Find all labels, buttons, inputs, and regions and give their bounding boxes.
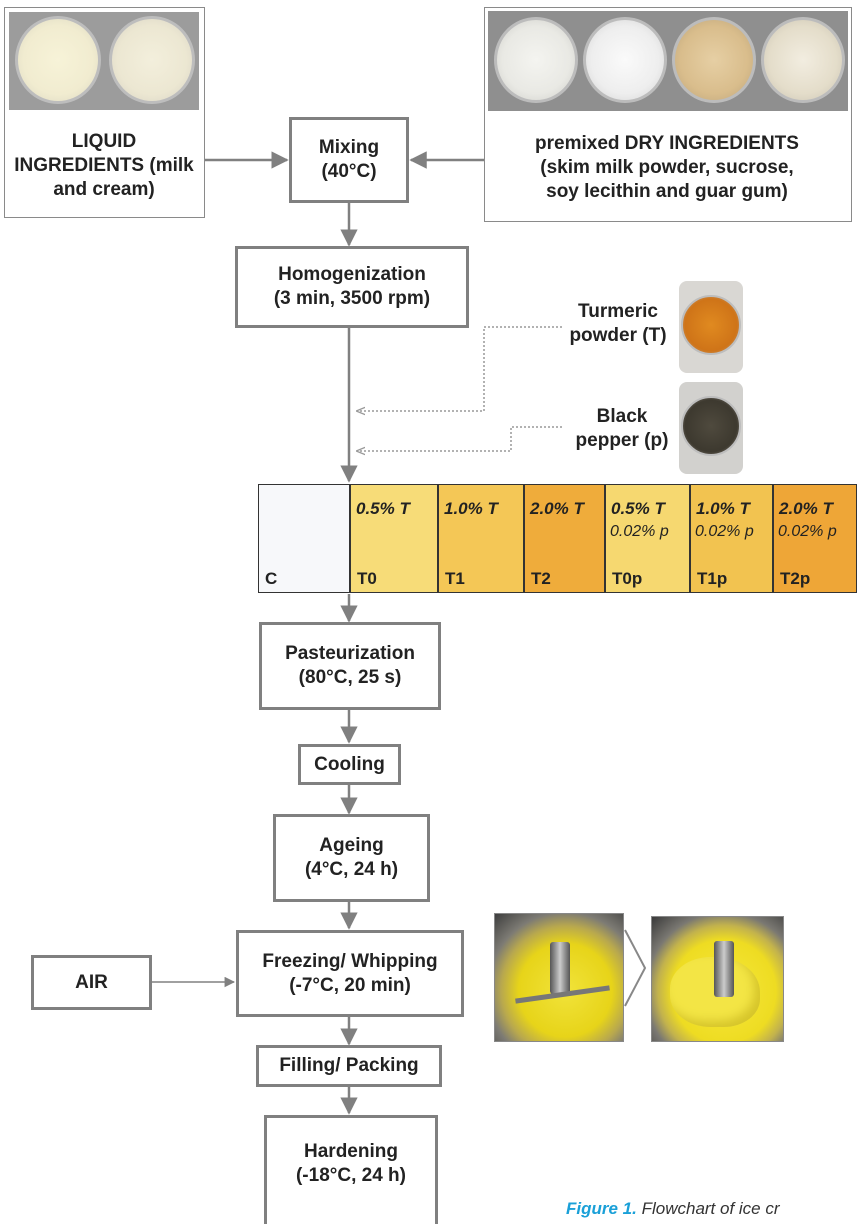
turmeric-dish-icon xyxy=(679,281,743,373)
hardening-step-params: (-18°C, 24 h) xyxy=(295,1165,406,1186)
sample-t2: 2.0% T T2 xyxy=(524,484,605,593)
freezing-whipping-step: Freezing/ Whipping (-7°C, 20 min) xyxy=(236,930,464,1017)
sample-pepper-dose: 0.02% p xyxy=(610,523,669,540)
sample-t2p: 2.0% T 0.02% p T2p xyxy=(773,484,857,593)
mixing-step-params: (40°C) xyxy=(321,161,377,182)
mixing-step-title: Mixing xyxy=(318,137,380,158)
sample-code: T0 xyxy=(357,569,377,588)
hardening-step-title: Hardening xyxy=(304,1141,398,1162)
pasteurization-step: Pasteurization (80°C, 25 s) xyxy=(259,622,441,710)
sample-code: T1 xyxy=(445,569,465,588)
sample-t1: 1.0% T T1 xyxy=(438,484,524,593)
ageing-step-title: Ageing xyxy=(319,835,384,856)
liquid-ingredients-photo xyxy=(9,12,199,110)
turmeric-label-line1: Turmeric xyxy=(578,301,658,322)
filling-packing-step: Filling/ Packing xyxy=(256,1045,442,1087)
sample-code: T1p xyxy=(697,569,728,588)
turmeric-label: Turmeric powder (T) xyxy=(554,300,682,348)
cream-dish-icon xyxy=(109,16,195,104)
sample-turmeric-dose: 2.0% T xyxy=(530,499,584,518)
freezing-step-params: (-7°C, 20 min) xyxy=(289,974,411,996)
turmeric-label-line2: powder (T) xyxy=(569,325,667,346)
liquid-ingredients-label: LIQUID INGREDIENTS (milk and cream) xyxy=(14,131,194,200)
sample-code: C xyxy=(265,569,278,588)
liquid-ingredients-panel: LIQUID INGREDIENTS (milk and cream) xyxy=(4,7,205,218)
pepper-label-line2: pepper (p) xyxy=(575,430,669,451)
sample-code: T0p xyxy=(612,569,643,588)
homogenization-step: Homogenization (3 min, 3500 rpm) xyxy=(235,246,469,328)
milk-dish-icon xyxy=(15,16,101,104)
pepper-powder-icon xyxy=(681,396,741,456)
sample-c: C xyxy=(258,484,350,593)
ageing-step: Ageing (4°C, 24 h) xyxy=(273,814,430,902)
dry-ingredients-panel: premixed DRY INGREDIENTS (skim milk powd… xyxy=(484,7,852,222)
freezer-photo-after xyxy=(651,916,784,1042)
filling-step-title: Filling/ Packing xyxy=(279,1055,419,1076)
figure-caption: Figure 1. Flowchart of ice cr xyxy=(566,1199,780,1219)
cooling-step-title: Cooling xyxy=(314,753,385,775)
homogenization-step-title: Homogenization xyxy=(278,264,426,285)
pepper-label: Black pepper (p) xyxy=(566,405,678,453)
dry-ingredients-list-1: (skim milk powder, sucrose, xyxy=(540,157,794,178)
hardening-step: Hardening (-18°C, 24 h) xyxy=(264,1115,438,1224)
ageing-step-params: (4°C, 24 h) xyxy=(304,859,399,880)
air-input: AIR xyxy=(31,955,152,1010)
sample-turmeric-dose: 0.5% T xyxy=(356,499,410,518)
pasteurization-step-params: (80°C, 25 s) xyxy=(298,667,402,688)
cooling-step: Cooling xyxy=(298,744,401,785)
sample-t0: 0.5% T T0 xyxy=(350,484,438,593)
dasher-shaft-after-icon xyxy=(714,941,734,997)
freezer-photo-before xyxy=(494,913,624,1042)
sample-t1p: 1.0% T 0.02% p T1p xyxy=(690,484,773,593)
dry-ingredients-photo xyxy=(488,11,848,111)
turmeric-powder-icon xyxy=(681,295,741,355)
sucrose-dish-icon xyxy=(583,17,667,103)
sample-turmeric-dose: 2.0% T xyxy=(779,499,833,518)
freezing-step-title: Freezing/ Whipping xyxy=(262,950,438,972)
pepper-dish-icon xyxy=(679,382,743,474)
sample-code: T2p xyxy=(780,569,811,588)
sample-pepper-dose: 0.02% p xyxy=(695,523,754,540)
dry-ingredients-title: premixed DRY INGREDIENTS xyxy=(535,133,799,154)
sample-code: T2 xyxy=(531,569,551,588)
dasher-shaft-icon xyxy=(550,942,570,994)
sample-turmeric-dose: 1.0% T xyxy=(696,499,750,518)
homogenization-step-params: (3 min, 3500 rpm) xyxy=(273,288,431,309)
sample-turmeric-dose: 0.5% T xyxy=(611,499,665,518)
figure-caption-text: Flowchart of ice cr xyxy=(641,1199,780,1218)
guar-gum-dish-icon xyxy=(761,17,845,103)
pepper-label-line1: Black xyxy=(596,406,648,427)
sample-t0p: 0.5% T 0.02% p T0p xyxy=(605,484,690,593)
sample-pepper-dose: 0.02% p xyxy=(778,523,837,540)
mixing-step: Mixing (40°C) xyxy=(289,117,409,203)
soy-lecithin-dish-icon xyxy=(672,17,756,103)
air-input-label: AIR xyxy=(75,971,108,993)
figure-caption-label: Figure 1. xyxy=(566,1199,637,1218)
sample-turmeric-dose: 1.0% T xyxy=(444,499,498,518)
pasteurization-step-title: Pasteurization xyxy=(285,643,415,664)
dry-ingredients-list-2: soy lecithin and guar gum) xyxy=(546,181,788,202)
skim-milk-powder-dish-icon xyxy=(494,17,578,103)
